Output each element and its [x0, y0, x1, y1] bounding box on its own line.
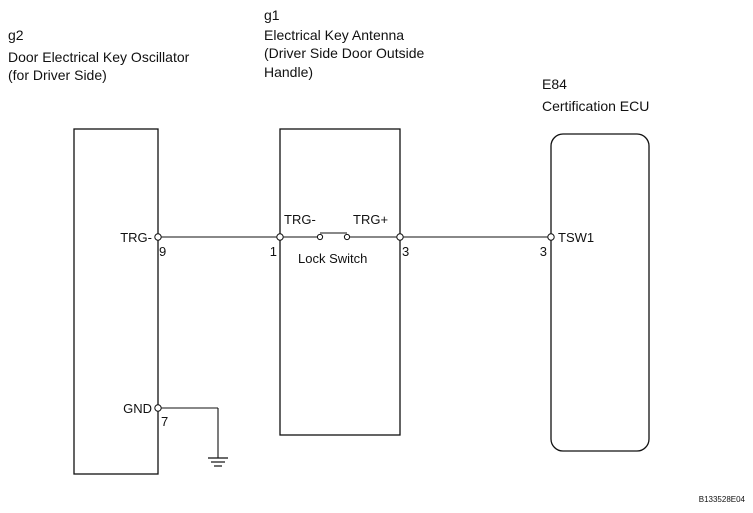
antenna-pin1-terminal	[276, 233, 284, 241]
oscillator-name-line2: (for Driver Side)	[8, 67, 107, 83]
antenna-pin-in-number: 1	[270, 244, 277, 259]
oscillator-pin-gnd-number: 7	[161, 414, 168, 429]
oscillator-pin9-terminal	[154, 233, 162, 241]
ecu-code: E84	[542, 76, 567, 92]
antenna-name-line1: Electrical Key Antenna	[264, 27, 404, 43]
ecu-pin-number: 3	[540, 244, 547, 259]
antenna-name-line3: Handle)	[264, 64, 313, 80]
antenna-pin-in-label: TRG-	[284, 212, 316, 227]
oscillator-box	[73, 128, 159, 475]
lock-switch-label: Lock Switch	[298, 251, 367, 266]
lock-switch-terminal-left	[316, 233, 324, 241]
oscillator-pin-trg-label: TRG-	[120, 230, 152, 245]
ground-symbol	[208, 457, 228, 467]
ecu-pin-label: TSW1	[558, 230, 594, 245]
antenna-code: g1	[264, 7, 280, 23]
oscillator-name-line1: Door Electrical Key Oscillator	[8, 49, 190, 65]
lock-switch-terminal-right	[343, 233, 351, 241]
oscillator-pin-trg-number: 9	[159, 244, 166, 259]
antenna-box	[279, 128, 401, 436]
ecu-pin3-terminal	[547, 233, 555, 241]
oscillator-pin-gnd-label: GND	[123, 401, 152, 416]
antenna-pin-out-label: TRG+	[353, 212, 388, 227]
ecu-name: Certification ECU	[542, 98, 649, 114]
antenna-name-line2: (Driver Side Door Outside	[264, 45, 424, 61]
figure-id: B133528E04	[699, 495, 746, 504]
oscillator-pin7-terminal	[154, 404, 162, 412]
ecu-box	[550, 133, 650, 452]
antenna-pin-out-number: 3	[402, 244, 409, 259]
antenna-pin3-terminal	[396, 233, 404, 241]
oscillator-code: g2	[8, 27, 24, 43]
